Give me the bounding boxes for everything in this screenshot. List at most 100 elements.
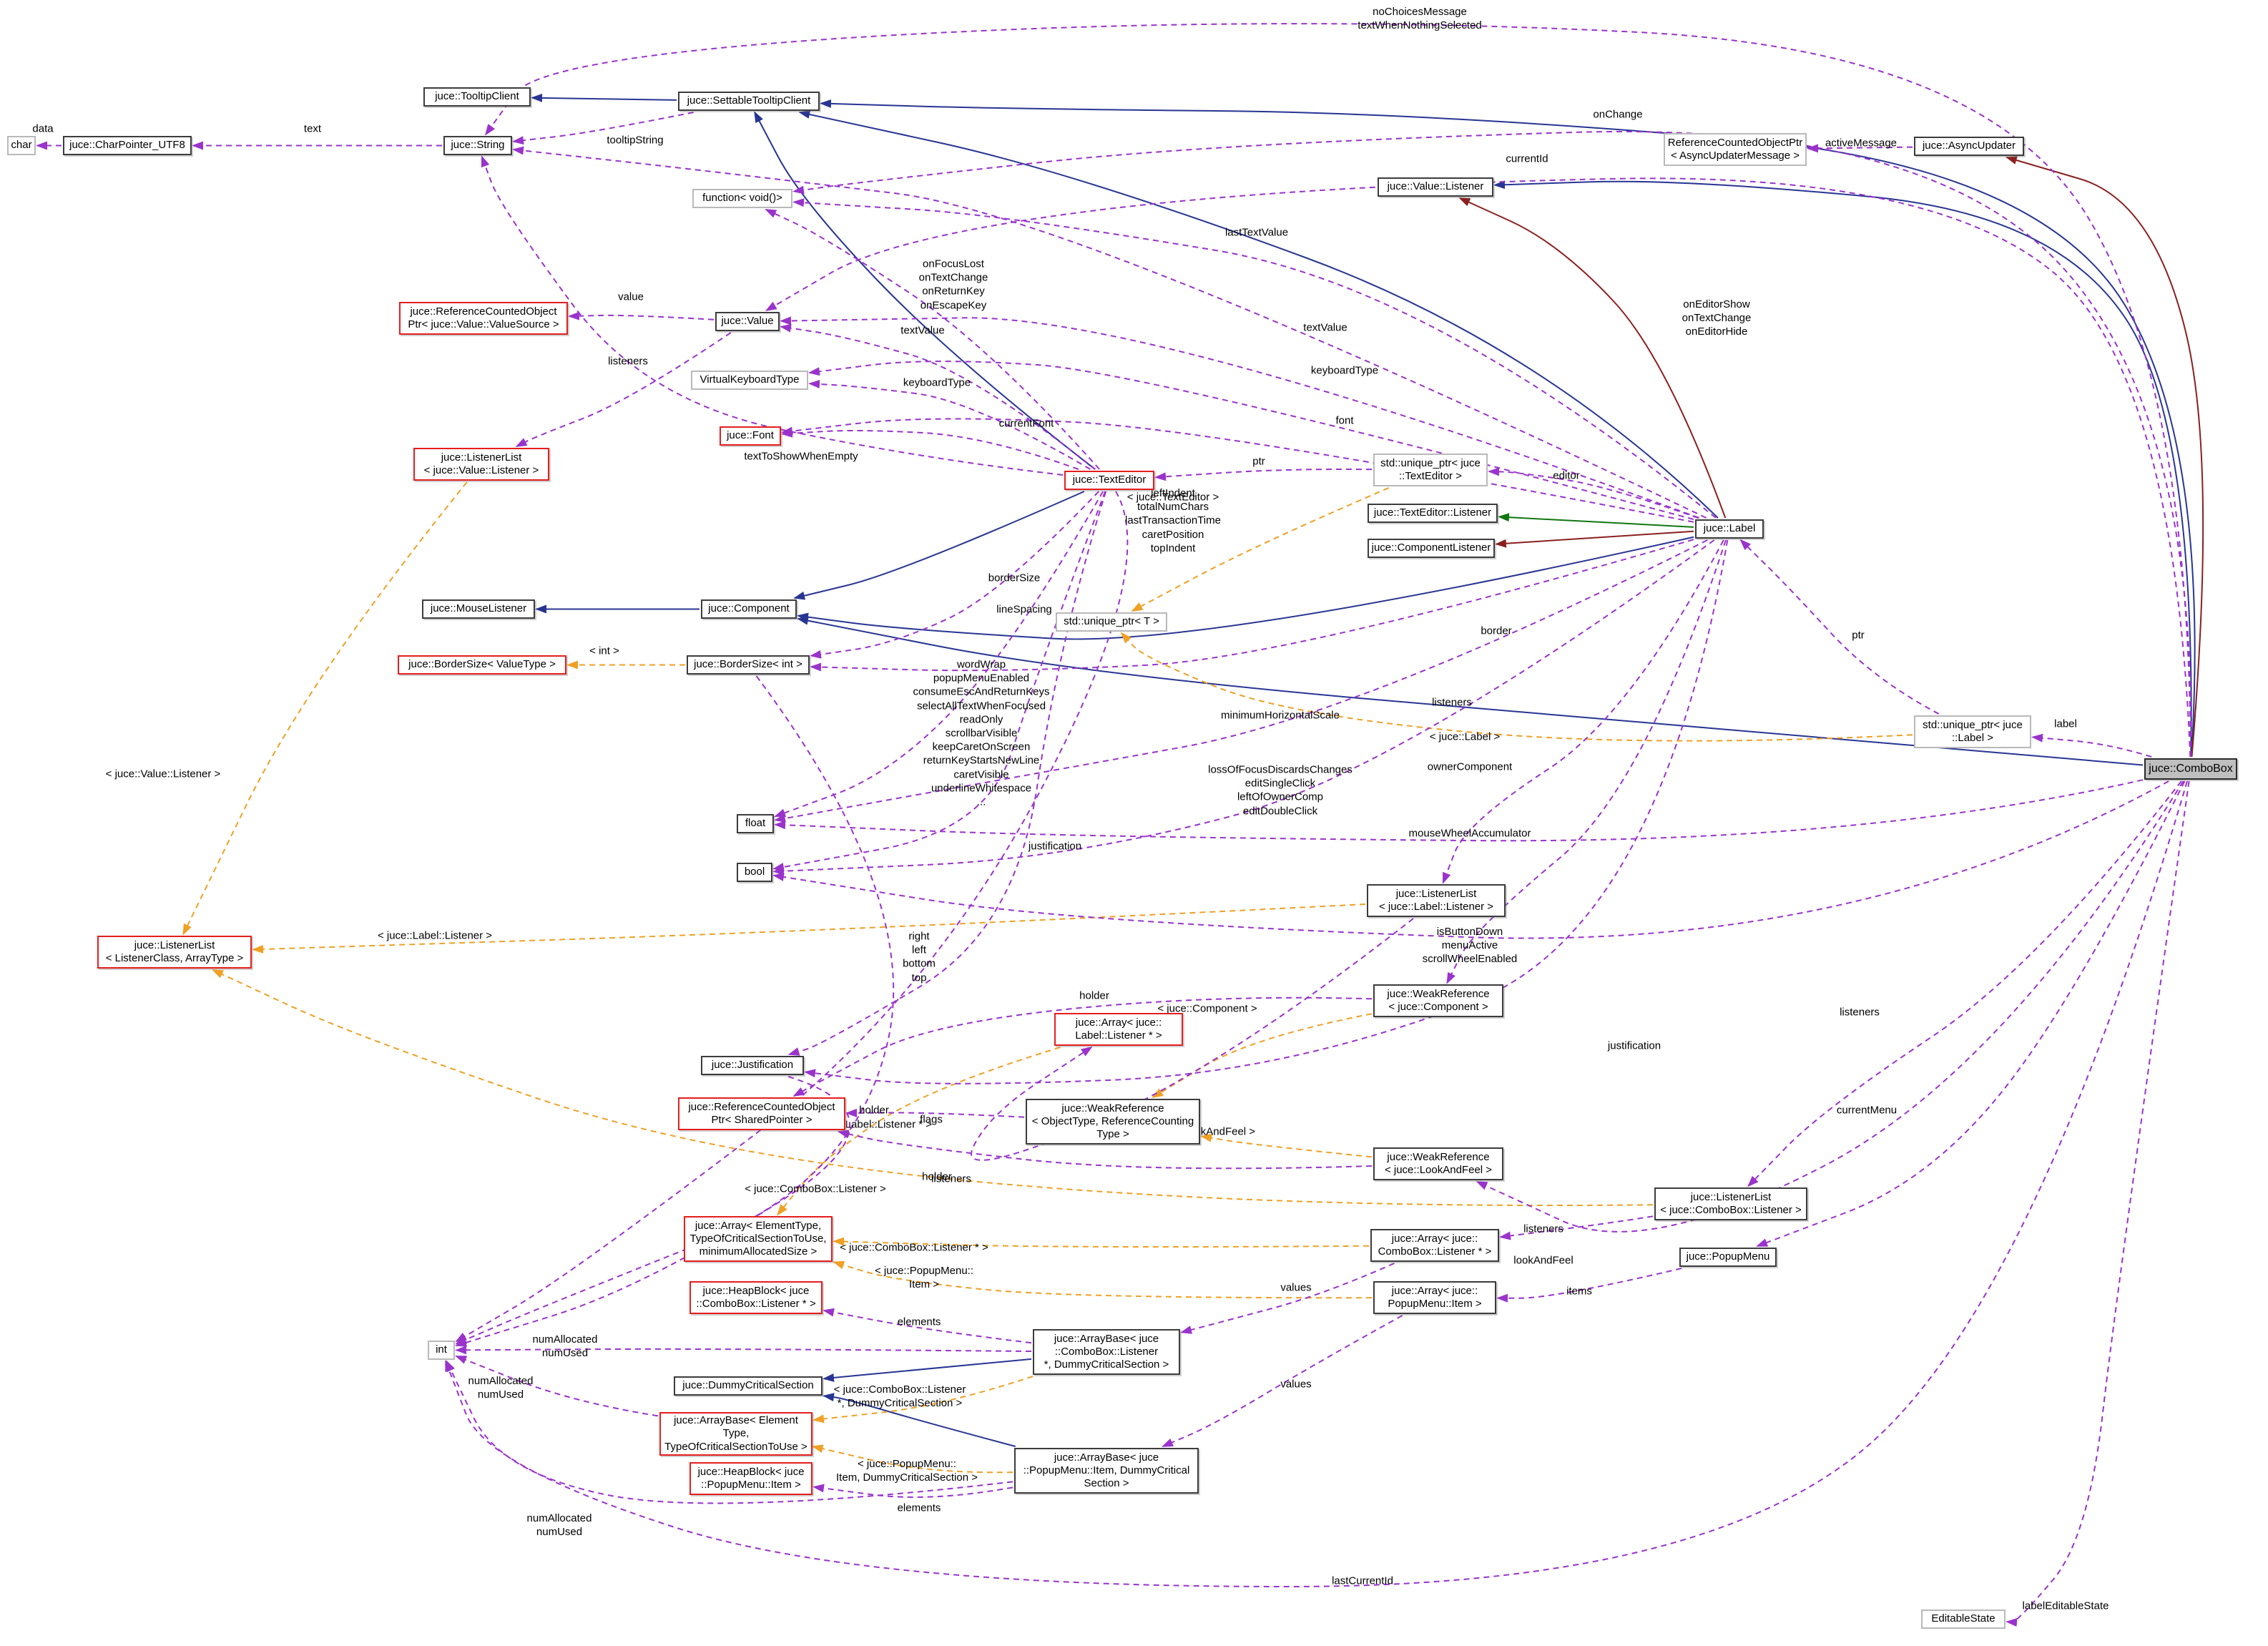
- node-up_t[interactable]: std::unique_ptr< T >: [1056, 612, 1167, 632]
- node-ab_pm[interactable]: juce::ArrayBase< juce ::PopupMenu::Item,…: [1014, 1448, 1199, 1494]
- edge-texteditor-font: [781, 428, 1079, 470]
- edge-label-component: [797, 536, 1694, 640]
- edge-ab_pm-dummycs: [823, 1393, 1016, 1447]
- node-label-wr_obj: juce::WeakReference < ObjectType, Refere…: [1031, 1102, 1194, 1141]
- node-label-ab_elem: juce::ArrayBase< Element Type, TypeOfCri…: [664, 1414, 807, 1453]
- edge-label-te_listener: [1498, 513, 1694, 528]
- node-label-bool: bool: [744, 866, 765, 878]
- node-combobox[interactable]: juce::ComboBox: [2144, 758, 2237, 780]
- node-label-string: juce::String: [451, 139, 505, 152]
- node-label-ref_shared: juce::ReferenceCountedObject Ptr< Shared…: [688, 1100, 835, 1126]
- node-label-dummycs: juce::DummyCriticalSection: [682, 1379, 814, 1392]
- node-label-arr_elem: juce::Array< ElementType, TypeOfCritical…: [689, 1219, 827, 1258]
- node-arr_combo[interactable]: juce::Array< juce:: ComboBox::Listener *…: [1370, 1229, 1499, 1262]
- node-font[interactable]: juce::Font: [720, 426, 781, 446]
- node-asyncupdater[interactable]: juce::AsyncUpdater: [1914, 137, 2024, 156]
- node-float[interactable]: float: [737, 814, 774, 833]
- node-dummycs[interactable]: juce::DummyCriticalSection: [674, 1376, 823, 1396]
- edge-wr_laf-wr_obj: [1200, 1133, 1373, 1158]
- node-label-ab_pm: juce::ArrayBase< juce ::PopupMenu::Item,…: [1023, 1451, 1190, 1490]
- node-justif[interactable]: juce::Justification: [701, 1056, 804, 1075]
- edge-texteditor-vkt: [808, 379, 1091, 470]
- edge-combobox-wr_laf: [1476, 780, 2184, 1233]
- node-hb_pm[interactable]: juce::HeapBlock< juce ::PopupMenu::Item …: [689, 1462, 813, 1495]
- node-ll_value[interactable]: juce::ListenerList < juce::Value::Listen…: [413, 448, 549, 481]
- node-ll_label[interactable]: juce::ListenerList < juce::Label::Listen…: [1367, 884, 1506, 917]
- edge-texteditor-bs_int: [810, 491, 1099, 659]
- node-label-arr_pm: juce::Array< juce:: PopupMenu::Item >: [1388, 1284, 1482, 1310]
- node-ll_generic[interactable]: juce::ListenerList < ListenerClass, Arra…: [97, 936, 252, 969]
- node-bool[interactable]: bool: [737, 863, 772, 882]
- edge-texteditor-functionvoid: [765, 209, 1100, 470]
- node-wr_laf[interactable]: juce::WeakReference < juce::LookAndFeel …: [1373, 1147, 1503, 1180]
- node-label-combobox: juce::ComboBox: [2149, 763, 2233, 775]
- node-vkt[interactable]: VirtualKeyboardType: [691, 371, 808, 390]
- node-texteditor[interactable]: juce::TextEditor: [1064, 471, 1154, 490]
- edge-arr_combo-arr_elem: [833, 1237, 1370, 1248]
- edge-combobox-string: [484, 23, 2191, 758]
- node-ref_shared[interactable]: juce::ReferenceCountedObject Ptr< Shared…: [678, 1097, 845, 1130]
- node-label-hb_pm: juce::HeapBlock< juce ::PopupMenu::Item …: [697, 1465, 805, 1491]
- node-functionvoid[interactable]: function< void()>: [692, 189, 792, 208]
- node-bs_vt[interactable]: juce::BorderSize< ValueType >: [398, 655, 566, 675]
- node-mouselistener[interactable]: juce::MouseListener: [422, 599, 535, 619]
- node-value_listener[interactable]: juce::Value::Listener: [1378, 177, 1493, 197]
- node-char[interactable]: char: [7, 136, 36, 155]
- edge-ab_combo-int: [455, 1346, 1032, 1355]
- edge-value-refvaluesource: [568, 311, 715, 320]
- node-wr_comp[interactable]: juce::WeakReference < juce::Component >: [1373, 984, 1503, 1017]
- node-settabletooltip[interactable]: juce::SettableTooltipClient: [678, 92, 820, 111]
- edge-label-bool: [772, 539, 1715, 876]
- edge-up_label-label: [1739, 539, 1940, 715]
- node-refvaluesource[interactable]: juce::ReferenceCountedObject Ptr< juce::…: [399, 302, 568, 335]
- edge-combobox-value_listener: [1493, 180, 2192, 758]
- node-ab_elem[interactable]: juce::ArrayBase< Element Type, TypeOfCri…: [659, 1412, 813, 1456]
- edge-ab_pm-int: [446, 1360, 1013, 1504]
- edge-texteditor-int: [455, 491, 1129, 1343]
- node-arr_elem[interactable]: juce::Array< ElementType, TypeOfCritical…: [684, 1216, 833, 1262]
- node-value[interactable]: juce::Value: [715, 312, 780, 331]
- node-up_te[interactable]: std::unique_ptr< juce ::TextEditor >: [1373, 454, 1488, 486]
- edge-combobox-value: [765, 177, 2191, 758]
- edge-wr_obj-ref_shared: [845, 1108, 1025, 1118]
- edge-arr_label-arr_elem: [777, 1047, 1061, 1216]
- node-label-component: juce::Component: [708, 602, 790, 615]
- node-ref_async[interactable]: ReferenceCountedObjectPtr < AsyncUpdater…: [1664, 133, 1807, 166]
- node-arr_pm[interactable]: juce::Array< juce:: PopupMenu::Item >: [1373, 1281, 1496, 1314]
- node-te_listener[interactable]: juce::TextEditor::Listener: [1368, 504, 1498, 523]
- node-up_label[interactable]: std::unique_ptr< juce ::Label >: [1914, 715, 2031, 748]
- node-arr_label[interactable]: juce::Array< juce:: Label::Listener * >: [1054, 1013, 1183, 1046]
- edge-texteditor-justif: [787, 491, 1107, 1056]
- node-label[interactable]: juce::Label: [1695, 519, 1764, 539]
- edge-up_te-up_t: [1131, 487, 1390, 612]
- edge-combobox-asyncupdater: [2005, 156, 2204, 758]
- node-int[interactable]: int: [428, 1341, 455, 1360]
- node-complistener[interactable]: juce::ComponentListener: [1368, 539, 1495, 558]
- edge-value-ll_value: [515, 332, 732, 447]
- edge-combobox-ll_combo: [1747, 780, 2182, 1187]
- node-editstate[interactable]: EditableState: [1921, 1610, 2006, 1629]
- node-hb_combo[interactable]: juce::HeapBlock< juce ::ComboBox::Listen…: [689, 1281, 823, 1314]
- node-ll_combo[interactable]: juce::ListenerList < juce::ComboBox::Lis…: [1654, 1187, 1807, 1220]
- edge-ll_value-ll_generic: [182, 481, 468, 936]
- node-wr_obj[interactable]: juce::WeakReference < ObjectType, Refere…: [1026, 1099, 1200, 1145]
- node-label-wr_laf: juce::WeakReference < juce::LookAndFeel …: [1384, 1150, 1493, 1176]
- edge-arr_combo-ab_combo: [1180, 1263, 1395, 1334]
- node-popupmenu[interactable]: juce::PopupMenu: [1679, 1248, 1777, 1267]
- edge-ab_elem-int: [455, 1355, 659, 1417]
- edge-label-value_listener: [1458, 197, 1727, 519]
- node-ab_combo[interactable]: juce::ArrayBase< juce ::ComboBox::Listen…: [1033, 1329, 1180, 1375]
- node-bs_int[interactable]: juce::BorderSize< int >: [687, 655, 810, 675]
- node-component[interactable]: juce::Component: [701, 599, 797, 619]
- node-charpointer[interactable]: juce::CharPointer_UTF8: [63, 136, 192, 155]
- node-label-settabletooltip: juce::SettableTooltipClient: [687, 94, 811, 107]
- edge-combobox-float: [774, 779, 2144, 842]
- node-label-hb_combo: juce::HeapBlock< juce ::ComboBox::Listen…: [696, 1284, 816, 1310]
- edge-texteditor-settabletooltip: [754, 111, 1096, 470]
- node-tooltipclient[interactable]: juce::TooltipClient: [423, 87, 531, 107]
- edge-ab_combo-dummycs: [823, 1358, 1032, 1382]
- node-string[interactable]: juce::String: [443, 136, 512, 155]
- edge-label-settabletooltip: [798, 110, 1719, 519]
- edge-ll_label-ll_generic: [252, 903, 1366, 954]
